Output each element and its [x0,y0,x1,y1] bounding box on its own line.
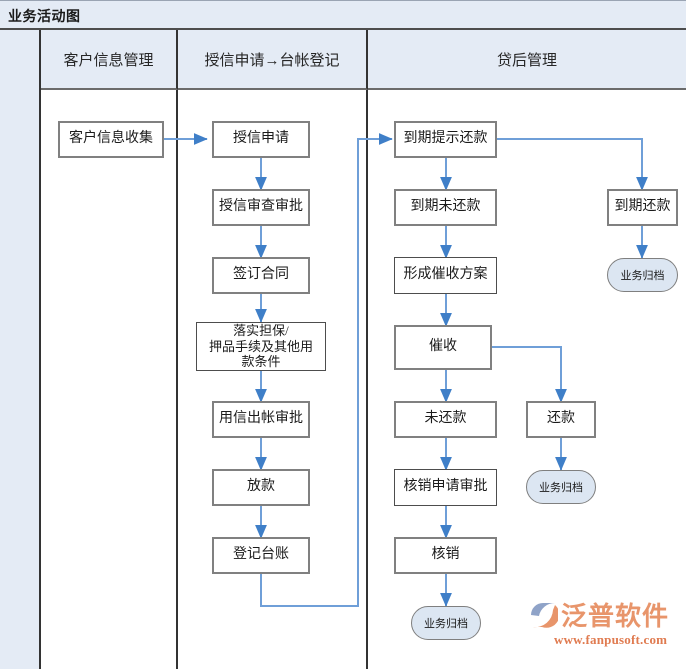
fanpu-logo-icon [531,602,558,628]
lane-customer-info [41,90,178,669]
node-label: 催收 [429,339,457,355]
node-repayment[interactable]: 还款 [526,401,596,438]
watermark-brand-name: 泛普软件 [561,601,670,631]
diagram-title-bar: 业务活动图 [0,0,686,30]
node-credit-review-approval[interactable]: 授信审查审批 [212,189,310,226]
column-header-label: 客户信息管理 [63,52,154,69]
column-header-customer-info: 客户信息管理 [41,30,178,90]
node-label: 到期未还款 [410,199,481,215]
node-label: 未还款 [424,411,467,427]
watermark-row: 泛普软件 [528,596,669,633]
node-label: 授信申请 [233,131,289,147]
terminator-archive-on-due[interactable]: 业务归档 [607,258,678,292]
brand-watermark: 泛普软件 www.fanpusoft.com [528,596,682,658]
node-label: 落实担保/ 押品手续及其他用 款条件 [208,323,313,370]
node-label: 到期提示还款 [403,131,488,147]
terminator-archive-writeoff[interactable]: 业务归档 [411,606,481,640]
node-label: 登记台账 [233,547,289,563]
node-repaid-on-due[interactable]: 到期还款 [607,189,678,226]
lane-post-loan [368,90,686,669]
node-label: 还款 [547,411,575,427]
node-label: 核销 [431,547,460,563]
node-writeoff-application-approval[interactable]: 核销申请审批 [394,469,497,506]
terminator-label: 业务归档 [539,482,583,494]
terminator-archive-repaid[interactable]: 业务归档 [526,470,596,504]
node-collection[interactable]: 催收 [394,325,492,370]
node-due-repayment-reminder[interactable]: 到期提示还款 [394,121,497,158]
left-rail [0,30,41,669]
node-customer-info-collection[interactable]: 客户信息收集 [58,121,164,158]
node-label: 核销申请审批 [403,479,488,495]
column-header-post-loan: 贷后管理 [368,30,686,90]
node-disburse-loan[interactable]: 放款 [212,469,310,506]
node-label: 放款 [247,479,275,495]
node-loan-disbursement-approval[interactable]: 用信出帐审批 [212,401,310,438]
node-overdue-unpaid[interactable]: 到期未还款 [394,189,497,226]
column-header-credit-application: 授信申请→台帐登记 [178,30,368,90]
page-title: 业务活动图 [8,10,81,25]
column-header-label: 贷后管理 [496,52,557,69]
node-label: 形成催收方案 [403,267,488,283]
node-label: 签订合同 [233,267,289,283]
node-unpaid[interactable]: 未还款 [394,401,497,438]
node-credit-application[interactable]: 授信申请 [212,121,310,158]
node-register-ledger[interactable]: 登记台账 [212,537,310,574]
node-label: 客户信息收集 [69,131,153,147]
watermark-url: www.fanpusoft.com [554,632,668,647]
node-form-collection-plan[interactable]: 形成催收方案 [394,257,497,294]
column-header-label: 授信申请→台帐登记 [204,52,340,69]
terminator-label: 业务归档 [620,270,665,282]
node-label: 到期还款 [614,199,671,215]
node-sign-contract[interactable]: 签订合同 [212,257,310,294]
node-label: 授信审查审批 [219,199,303,215]
node-collateral-procedures[interactable]: 落实担保/ 押品手续及其他用 款条件 [196,322,326,371]
terminator-label: 业务归档 [424,618,468,630]
lane-credit-application [178,90,368,669]
node-writeoff[interactable]: 核销 [394,537,497,574]
node-label: 用信出帐审批 [219,411,303,427]
